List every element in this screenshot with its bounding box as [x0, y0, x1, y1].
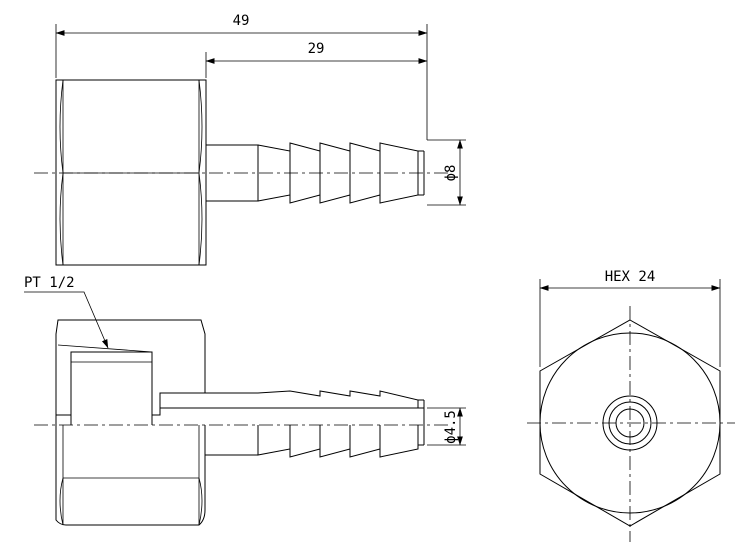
overall-length-label: 49: [233, 13, 250, 29]
thread-bore-wall: [70, 352, 153, 425]
bore-diameter-label: ϕ4.5: [443, 410, 459, 444]
barb: [319, 425, 351, 458]
thread-line: [57, 344, 153, 363]
barb: [349, 425, 381, 458]
barb: [289, 425, 321, 458]
section-view: ϕ4.5 PT 1/2: [24, 275, 466, 526]
barb-tip: [379, 425, 419, 458]
thread-leader-line: [24, 291, 109, 349]
outer-diameter-label: ϕ8: [443, 165, 459, 182]
hex-nut-body: [55, 79, 207, 266]
thread-callout-label: PT 1/2: [24, 275, 75, 291]
hex-chamfer-arc: [198, 79, 203, 266]
hex-chamfer-arc: [59, 79, 64, 266]
barb-wall-section: [159, 390, 419, 409]
nut-outer-lower: [55, 415, 206, 526]
hex-chamfer-arc: [59, 477, 203, 526]
hose-shank: [206, 144, 259, 202]
hex-size-label: HEX 24: [605, 269, 656, 285]
nut-wall-section: [55, 319, 206, 416]
end-view: HEX 24: [527, 269, 735, 542]
barb-length-label: 29: [308, 41, 325, 57]
barb: [257, 425, 291, 456]
side-view: 49 29 ϕ8: [34, 13, 466, 266]
